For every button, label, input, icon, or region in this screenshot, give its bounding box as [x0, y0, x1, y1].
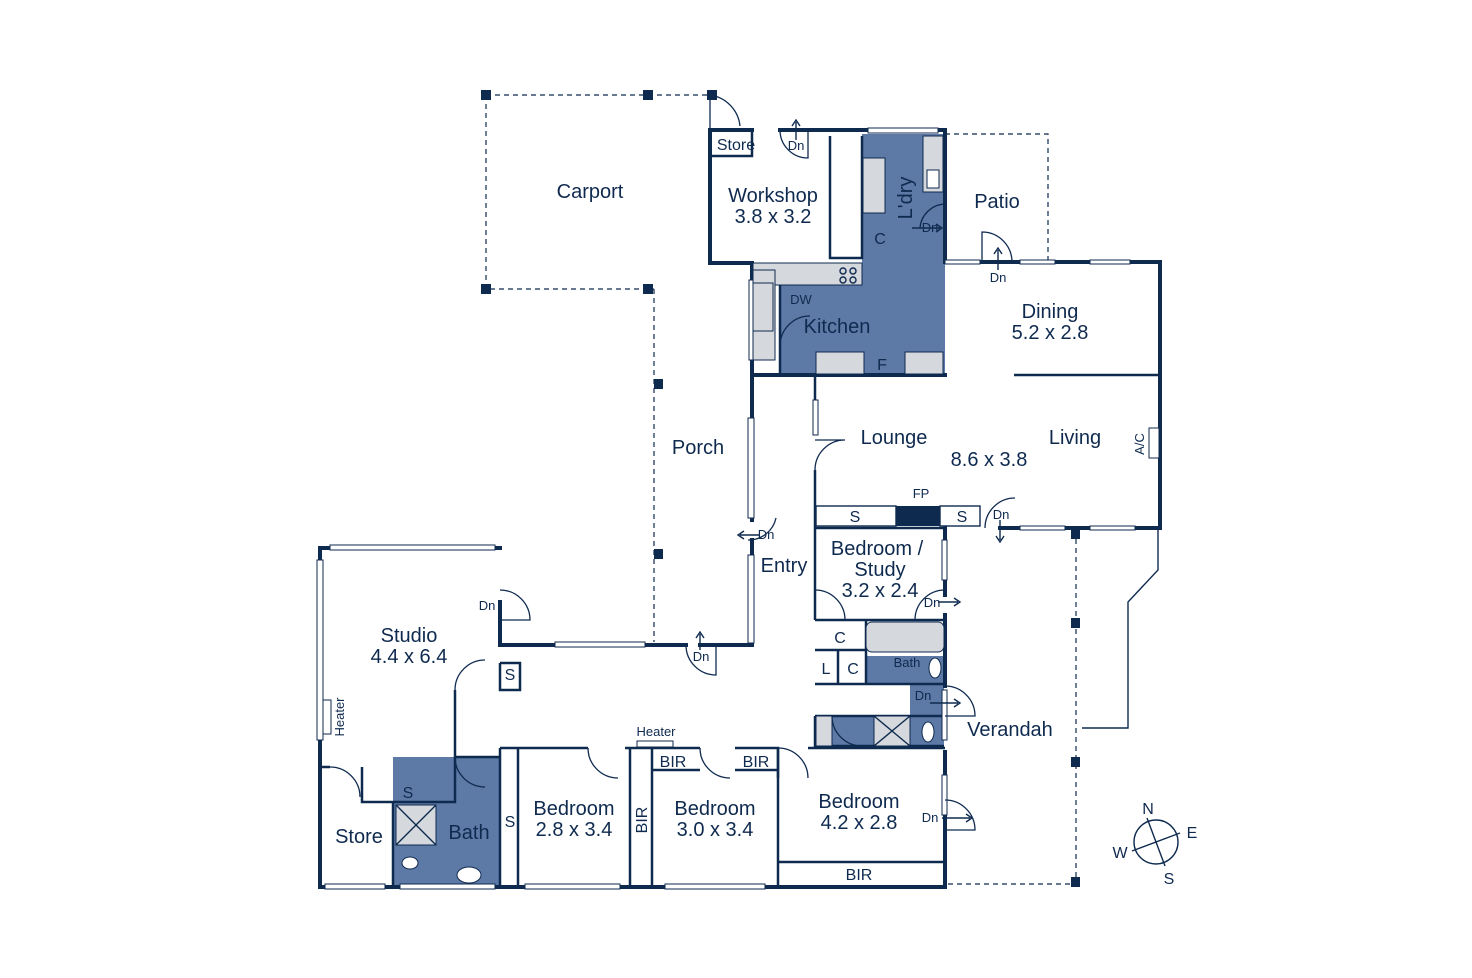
heater-studio-label: Heater — [332, 697, 347, 737]
workshop-label: Workshop — [728, 185, 818, 207]
lounge-label: Lounge — [861, 427, 928, 449]
bedroom-2-dim: 3.0 x 3.4 — [677, 819, 754, 841]
compass-icon: N E S W — [1112, 801, 1197, 888]
bedroom-3-label: Bedroom — [818, 791, 899, 813]
patio-label: Patio — [974, 191, 1020, 213]
dining-label: Dining — [1022, 301, 1079, 323]
ac-unit — [1148, 427, 1160, 459]
toilet-mid — [921, 721, 935, 743]
bedroom-3-dim: 4.2 x 2.8 — [821, 812, 898, 834]
room-labels: Carport Store Workshop 3.8 x 3.2 L'dry P… — [335, 137, 1101, 848]
dn-7: Dn — [693, 649, 710, 664]
carport — [481, 90, 717, 642]
compass-s: S — [1164, 871, 1175, 888]
compass-n: N — [1142, 801, 1154, 818]
bed-study-dim: 3.2 x 2.4 — [842, 580, 919, 602]
bathtub — [865, 621, 945, 653]
bir-4: BIR — [846, 867, 873, 884]
dining-dim: 5.2 x 2.8 — [1012, 322, 1089, 344]
dn-8: Dn — [924, 595, 941, 610]
porch-label: Porch — [672, 437, 724, 459]
verandah — [945, 528, 1159, 887]
shelf-s-5: S — [505, 814, 516, 831]
dn-3: Dn — [990, 270, 1007, 285]
cupboard-c-3: C — [847, 661, 859, 678]
bath-mid-label: Bath — [894, 655, 921, 670]
linen-l: L — [822, 661, 831, 678]
bir-2: BIR — [743, 754, 770, 771]
dn-4: Dn — [993, 507, 1010, 522]
toilet-bottom — [456, 866, 482, 884]
dn-10: Dn — [922, 810, 939, 825]
dn-labels: Dn Dn Dn Dn Dn Dn Dn Dn Dn Dn — [479, 138, 1010, 825]
dn-6: Dn — [479, 598, 496, 613]
doors — [329, 94, 1016, 831]
compass-w: W — [1112, 845, 1128, 862]
kitchen-fixtures — [752, 135, 944, 375]
store-bottom-label: Store — [335, 826, 383, 848]
living-label: Living — [1049, 427, 1101, 449]
basin-mid — [928, 657, 942, 679]
workshop-dim: 3.8 x 3.2 — [735, 206, 812, 228]
living-dim: 8.6 x 3.8 — [951, 449, 1028, 471]
dn-9: Dn — [915, 688, 932, 703]
bedroom-1-label: Bedroom — [533, 798, 614, 820]
heater-corridor-label: Heater — [636, 724, 676, 739]
bath-bottom-label: Bath — [448, 822, 489, 844]
studio-label: Studio — [381, 625, 438, 647]
fixture-labels: DW F C C C L S S S S S FP A/C Heater Hea… — [332, 231, 1147, 884]
bed-study-label-1: Bedroom / — [831, 538, 924, 560]
shelf-s1 — [815, 505, 897, 527]
cupboard-c-2: C — [834, 630, 846, 647]
shelf-s-3: S — [505, 667, 516, 684]
bath-mid-fixtures — [815, 715, 833, 747]
store-top-label: Store — [717, 137, 755, 154]
dw-label: DW — [790, 292, 812, 307]
fireplace-label: FP — [913, 486, 930, 501]
ac-label: A/C — [1132, 433, 1147, 455]
compass-e: E — [1187, 825, 1198, 842]
studio-dim: 4.4 x 6.4 — [371, 646, 448, 668]
carport-label: Carport — [557, 181, 624, 203]
dn-5: Dn — [758, 527, 775, 542]
shelf-s-1: S — [850, 509, 861, 526]
heater-corridor — [636, 740, 674, 748]
fridge-label: F — [877, 357, 887, 374]
verandah-label: Verandah — [967, 719, 1053, 741]
basin-bottom — [401, 856, 419, 870]
bir-1: BIR — [660, 754, 687, 771]
shelf-s2 — [939, 505, 981, 527]
entry-label: Entry — [761, 555, 808, 577]
shelf-s-2: S — [957, 509, 968, 526]
step-arrows — [695, 118, 1005, 823]
shelf-s-4: S — [403, 785, 414, 802]
heater-studio — [322, 699, 332, 735]
laundry-label: L'dry — [895, 177, 917, 220]
dn-2: Dn — [922, 220, 939, 235]
dn-1: Dn — [788, 138, 805, 153]
bir-3: BIR — [634, 807, 651, 834]
patio-outline — [945, 133, 1049, 262]
cupboard-c-1: C — [874, 231, 886, 248]
fireplace — [896, 506, 940, 526]
windows — [316, 127, 1136, 890]
kitchen-label: Kitchen — [804, 316, 871, 338]
bedroom-2-label: Bedroom — [674, 798, 755, 820]
bed-study-label-2: Study — [854, 559, 905, 581]
bedroom-1-dim: 2.8 x 3.4 — [536, 819, 613, 841]
